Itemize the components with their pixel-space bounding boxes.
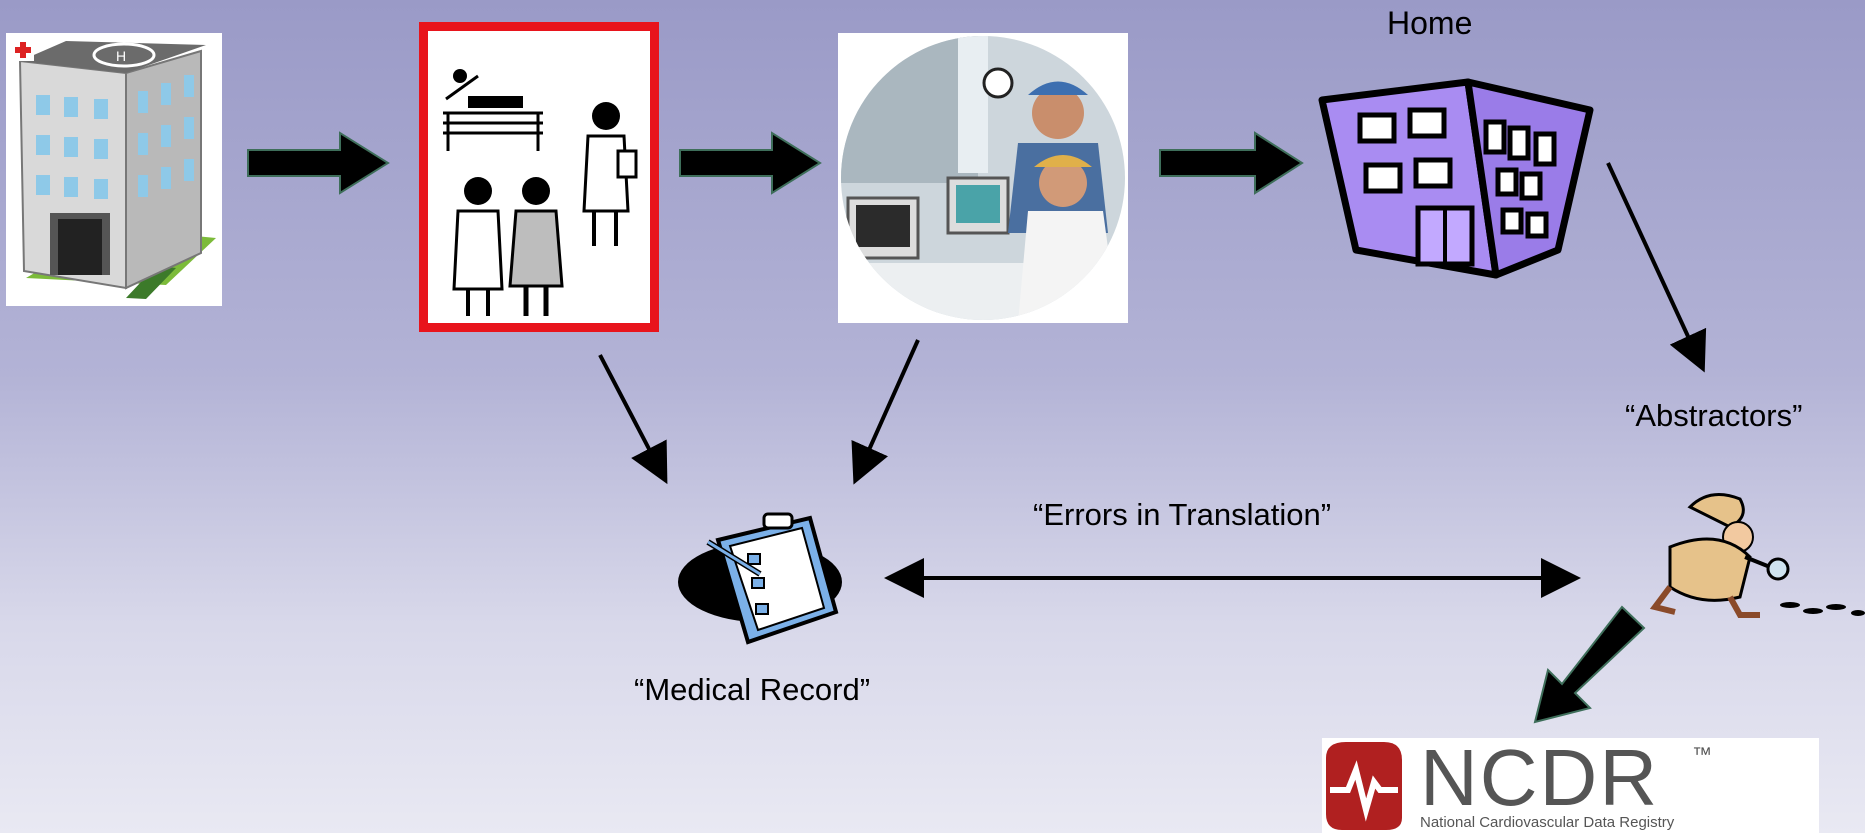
arrow-team-to-record: [598, 354, 668, 485]
arrow-home-to-abstractors: [1606, 162, 1707, 373]
block-arrow-to-ncdr: [1533, 605, 1646, 724]
abstractors-label: “Abstractors”: [1625, 398, 1803, 433]
ncdr-wordmark: NCDR: [1420, 733, 1660, 822]
arrow-monitor-to-record: [851, 339, 920, 485]
ncdr-logo: NCDR ™ National Cardiovascular Data Regi…: [1322, 733, 1819, 833]
detective-icon: [1630, 487, 1865, 627]
block-arrow-1: [247, 131, 390, 195]
monitoring-photo-icon: [838, 33, 1128, 323]
block-arrow-2: [679, 131, 822, 195]
ncdr-trademark: ™: [1692, 744, 1712, 766]
hospital-icon: H: [6, 33, 222, 306]
medical-record-label: “Medical Record”: [634, 672, 871, 707]
ncdr-subtitle: National Cardiovascular Data Registry: [1420, 814, 1675, 831]
errors-label: “Errors in Translation”: [1033, 497, 1332, 532]
svg-text:H: H: [116, 48, 126, 64]
care-team-icon: [419, 22, 659, 332]
home-label: Home: [1387, 5, 1473, 41]
clipboard-icon: [678, 512, 848, 652]
block-arrow-3: [1159, 131, 1304, 195]
home-building-icon: [1318, 60, 1598, 285]
